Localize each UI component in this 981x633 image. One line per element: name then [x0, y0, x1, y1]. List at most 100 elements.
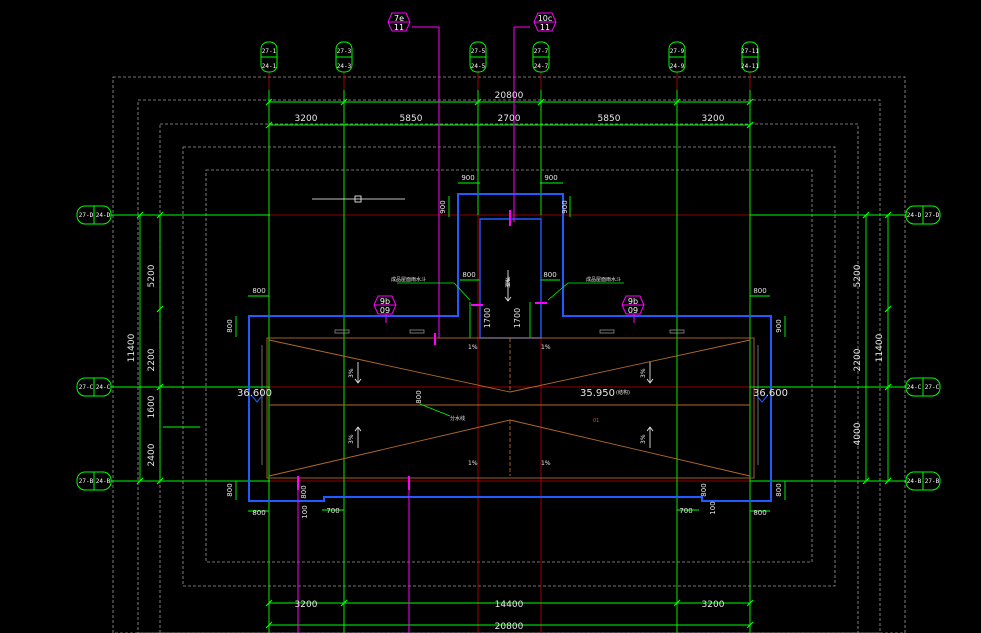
slope-7: 3% [640, 368, 647, 378]
dim-top-2: 5850 [400, 114, 423, 124]
note-rain-outlet-left: 成品屋面雨水斗 [391, 276, 426, 283]
slope-4: 1% [541, 460, 551, 467]
dim-800: 800 [300, 485, 308, 498]
dim-800: 800 [753, 287, 766, 295]
axis-tag-lower: 24-11 [741, 63, 759, 70]
axis-tag-upper: 27-9 [670, 48, 685, 55]
axis-tag-3: 27-5 24-5 [469, 41, 487, 73]
dim-900: 900 [461, 174, 474, 182]
elevation-right: 36.600 [753, 388, 788, 399]
axis-tag-right-lower: 24-B [907, 478, 922, 485]
axis-tag-upper: 27-7 [534, 48, 549, 55]
axis-tag-row-c: 27-C 24-C 24-C 27-C [76, 377, 941, 397]
axis-tag-upper: 27-5 [471, 48, 486, 55]
dim-right-total: 11400 [875, 333, 885, 362]
slope-arrows [354, 270, 654, 448]
axis-tag-right-upper: 27-C [925, 384, 940, 391]
dim-700: 700 [326, 507, 339, 515]
axis-tag-left: 27-B [79, 478, 94, 485]
axis-tag-right: 24-B [96, 478, 111, 485]
dim-1700: 1700 [513, 308, 522, 328]
axis-grid-lines [113, 70, 905, 633]
dim-bottom-3: 3200 [702, 600, 725, 610]
elevation-center-suffix: (结构) [616, 389, 630, 396]
axis-tag-2: 27-3 24-3 [335, 41, 353, 73]
dim-right-3: 4000 [853, 422, 863, 445]
axis-tag-upper: 27-11 [741, 48, 759, 55]
slope-3: 1% [468, 460, 478, 467]
dim-left-total: 11400 [127, 333, 137, 362]
dim-right-1: 5200 [853, 264, 863, 287]
axis-tag-5: 27-9 24-9 [668, 41, 686, 73]
note-ridge-line: 分水线 [450, 415, 465, 422]
dimension-lines [108, 90, 906, 633]
axis-tag-right: 24-D [96, 212, 111, 219]
dim-800: 800 [415, 390, 423, 403]
note-rain-outlet-right: 成品屋面雨水斗 [586, 276, 621, 283]
axis-tag-row-b: 27-B 24-B 24-B 27-B [76, 471, 941, 491]
axis-tag-6: 27-11 24-11 [741, 41, 759, 73]
slope-9: 3% [640, 434, 647, 444]
section-tag-1: 7e 11 [387, 12, 411, 32]
dim-900: 900 [775, 319, 783, 332]
dim-100: 100 [301, 505, 309, 518]
axis-tags-side: 27-D 24-D 24-D 27-D 27-C 24-C 24-C 27-C … [76, 205, 941, 491]
axis-tag-right-upper: 27-B [925, 478, 940, 485]
axis-tag-4: 27-7 24-7 [532, 41, 550, 73]
dim-800: 800 [775, 483, 783, 496]
axis-tag-right-upper: 27-D [925, 212, 940, 219]
elevation-center: 35.950 [580, 388, 615, 399]
dim-top-5: 3200 [702, 114, 725, 124]
dim-left-4: 2400 [147, 443, 157, 466]
dim-900: 900 [439, 200, 447, 213]
section-tag-top: 7e [394, 14, 404, 23]
section-leaders [297, 26, 635, 633]
dim-top-4: 5850 [598, 114, 621, 124]
section-tags: 7e 11 10c 11 9b 09 9b 09 [373, 12, 645, 315]
axis-tag-left: 27-D [79, 212, 94, 219]
parapet-stubs [261, 329, 759, 465]
dim-left-2: 2200 [147, 348, 157, 371]
dim-900: 900 [544, 174, 557, 182]
axis-tag-lower: 24-5 [471, 63, 486, 70]
dim-800: 800 [226, 483, 234, 496]
slope-5: 1% [505, 276, 512, 286]
axis-tag-left: 27-C [79, 384, 94, 391]
dim-800: 800 [252, 509, 265, 517]
dim-900: 900 [561, 200, 569, 213]
slope-8: 3% [348, 434, 355, 444]
axis-tag-right-lower: 24-C [907, 384, 922, 391]
slope-6: 3% [348, 368, 355, 378]
dim-800: 800 [252, 287, 265, 295]
axis-tag-lower: 24-7 [534, 63, 549, 70]
slope-10: 3% [505, 278, 512, 288]
section-tag-bottom: 09 [380, 306, 390, 315]
section-tag-4: 9b 09 [621, 295, 645, 315]
dim-overall-top: 20800 [495, 91, 524, 101]
axis-tag-upper: 27-1 [262, 48, 277, 55]
elevation-markers [251, 395, 768, 403]
dim-1700: 1700 [483, 308, 492, 328]
roof-edge [266, 337, 755, 479]
dimension-texts: 20800 3200 5850 2700 5850 3200 3200 1440… [127, 91, 885, 632]
note-leaders [312, 198, 624, 417]
section-tag-bottom: 11 [394, 23, 404, 32]
axis-tag-1: 27-1 24-1 [260, 41, 278, 73]
axis-tag-lower: 24-3 [337, 63, 352, 70]
mark-label: 01 [593, 418, 599, 424]
small-dimension-texts: 900 900 900 900 900 800 800 800 800 800 … [226, 174, 783, 519]
section-tag-3: 9b 09 [373, 295, 397, 315]
dim-800: 800 [543, 271, 556, 279]
section-tag-bottom: 09 [628, 306, 638, 315]
dim-800: 800 [753, 509, 766, 517]
axis-tag-lower: 24-1 [262, 63, 277, 70]
axis-tag-right: 24-C [96, 384, 111, 391]
elevation-left: 36.600 [237, 388, 272, 399]
dim-left-1: 5200 [147, 264, 157, 287]
axis-tag-row-d: 27-D 24-D 24-D 27-D [76, 205, 941, 225]
section-tag-top: 9b [628, 297, 638, 306]
dim-800: 800 [462, 271, 475, 279]
dim-800: 800 [226, 319, 234, 332]
dim-top-1: 3200 [295, 114, 318, 124]
dim-bottom-2: 14400 [495, 600, 524, 610]
